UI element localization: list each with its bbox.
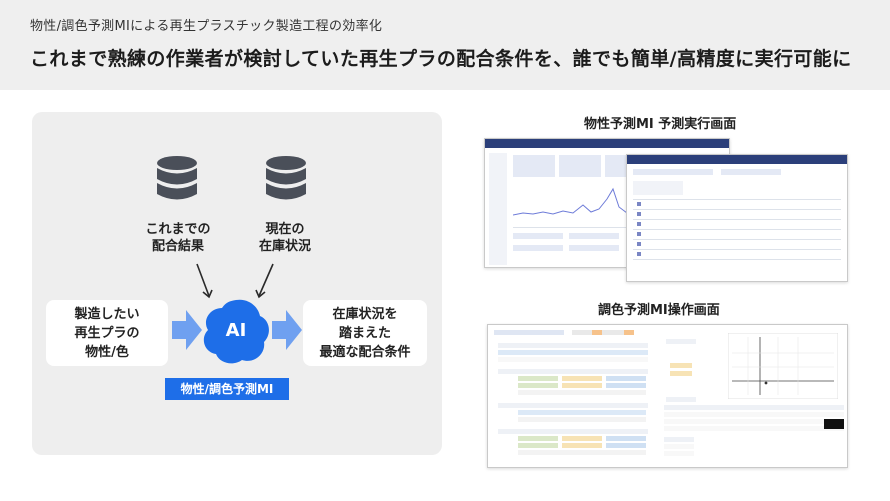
row-dot [637, 242, 641, 246]
sheet-cell [824, 419, 844, 429]
input-line1: 製造したい [74, 306, 140, 322]
row-dot [637, 222, 641, 226]
sheet-cell [624, 330, 634, 335]
sheet-row [498, 429, 648, 434]
table-line [633, 249, 841, 250]
sheet-cell [606, 436, 646, 441]
card-block [559, 155, 601, 177]
app-header-bar [485, 139, 729, 148]
sidebar-block [489, 153, 507, 265]
ai-logo-icon [203, 299, 269, 364]
sheet-row [518, 450, 646, 455]
sheet-cell [518, 443, 558, 448]
slide-subtitle: 物性/調色予測MIによる再生プラスチック製造工程の効率化 [30, 19, 383, 34]
sheet-cell [670, 371, 692, 376]
database-icon [157, 156, 197, 200]
output-line2: 踏まえた [338, 325, 391, 341]
bar-block [569, 233, 619, 239]
output-line3: 最適な配合条件 [319, 344, 411, 360]
color-mi-screenshot [487, 324, 848, 468]
divider [513, 227, 633, 228]
past-results-line2: 配合結果 [151, 239, 204, 254]
inventory-line2: 在庫状況 [258, 239, 311, 254]
sheet-cell [562, 443, 602, 448]
right-arrow-icon [272, 310, 302, 350]
dropdown-block [633, 181, 683, 195]
row-dot [637, 232, 641, 236]
sheet-row [498, 350, 648, 355]
mini-line-chart [513, 187, 643, 216]
sheet-cell [562, 376, 602, 381]
header-band: 物性/調色予測MIによる再生プラスチック製造工程の効率化 これまで熟練の作業者が… [0, 0, 890, 90]
sheet-row [498, 403, 648, 408]
bar-block [513, 245, 563, 251]
sheet-cell [562, 436, 602, 441]
sheet-row [664, 412, 844, 417]
table-line [633, 239, 841, 240]
row-dot [637, 212, 641, 216]
mini-scatter-chart [728, 333, 838, 399]
input-line3: 物性/色 [85, 344, 129, 360]
card-block [513, 155, 555, 177]
app-header-bar [627, 155, 847, 164]
sheet-cell [670, 363, 692, 368]
output-line1: 在庫状況を [332, 306, 398, 322]
right-arrow-icon [172, 310, 202, 350]
table-line [633, 229, 841, 230]
past-results-label: これまでの 配合結果 [130, 221, 226, 255]
sheet-cell [518, 390, 646, 395]
sheet-cell [518, 376, 558, 381]
sheet-row [664, 419, 844, 424]
sheet-cell [606, 383, 646, 388]
past-results-line1: これまでの [145, 222, 211, 237]
sheet-row [498, 357, 648, 362]
input-line2: 再生プラの [74, 325, 140, 341]
filter-block [721, 169, 781, 175]
input-requirement-box: 製造したい 再生プラの 物性/色 [46, 300, 168, 366]
sheet-cell [666, 339, 696, 344]
output-condition-box: 在庫状況を 踏まえた 最適な配合条件 [303, 300, 427, 366]
sheet-cell [606, 443, 646, 448]
sheet-cell [606, 376, 646, 381]
bar-block [569, 245, 619, 251]
sheet-header [494, 330, 564, 335]
flow-arrows [196, 263, 274, 299]
sheet-row [498, 343, 648, 348]
sheet-cell [664, 437, 694, 442]
prediction-screen-title: 物性予測MI 予測実行画面 [584, 117, 737, 132]
inventory-line1: 現在の [265, 222, 305, 237]
sheet-cell [664, 451, 694, 456]
sheet-row [664, 405, 844, 410]
mi-badge: 物性/調色予測MI [165, 378, 289, 400]
table-line [633, 219, 841, 220]
color-screen-title: 調色予測MI操作画面 [598, 303, 720, 318]
sheet-row [498, 369, 648, 374]
sheet-row [518, 417, 646, 422]
sheet-cell [666, 397, 696, 402]
sheet-row [664, 426, 844, 431]
inventory-label: 現在の 在庫状況 [240, 221, 330, 255]
sheet-cell [592, 330, 602, 335]
sheet-row [518, 410, 646, 415]
row-dot [637, 252, 641, 256]
filter-block [633, 169, 713, 175]
slide-title: これまで熟練の作業者が検討していた再生プラの配合条件を、誰でも簡単/高精度に実行… [30, 48, 852, 70]
sheet-cell [518, 383, 558, 388]
row-dot [637, 202, 641, 206]
ai-label: AI [225, 320, 247, 341]
bar-block [513, 233, 563, 239]
table-line [633, 259, 841, 260]
sheet-cell [518, 436, 558, 441]
sheet-header [572, 330, 632, 335]
sheet-cell [664, 444, 694, 449]
sheet-cell [562, 383, 602, 388]
table-line [633, 209, 841, 210]
prediction-screenshot-front [626, 154, 848, 282]
table-line [633, 199, 841, 200]
database-icon [266, 156, 306, 200]
